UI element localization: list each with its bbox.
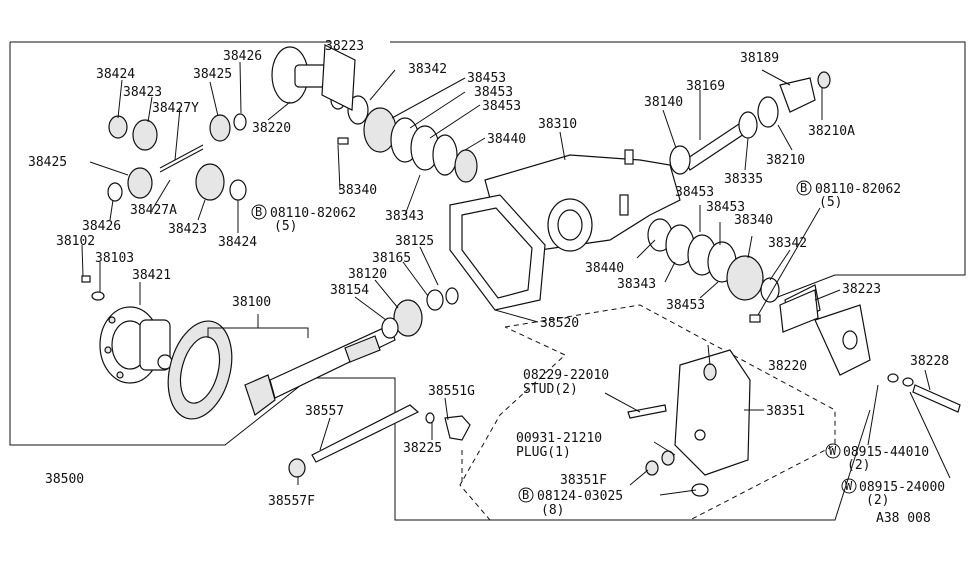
label-38440a: 38440	[487, 132, 526, 147]
label-stud-number: 08229-22010	[523, 368, 609, 383]
label-38340b: 38340	[734, 213, 773, 228]
label-08124-03025: 08124-03025	[537, 489, 623, 504]
label-08915-24000-qty: (2)	[866, 493, 889, 508]
differential-case-drawing	[99, 306, 173, 384]
label-38425b: 38425	[28, 155, 67, 170]
label-08110-82062a: 08110-82062	[270, 206, 356, 221]
label-38453c: 38453	[482, 99, 521, 114]
label-38426a: 38426	[223, 49, 262, 64]
side-gears-drawing	[107, 113, 247, 202]
label-38220b: 38220	[768, 359, 807, 374]
label-38220a: 38220	[252, 121, 291, 136]
label-38551G: 38551G	[428, 384, 475, 399]
label-38140: 38140	[644, 95, 683, 110]
label-38500: 38500	[45, 472, 84, 487]
pinion-bearings-drawing	[381, 287, 459, 339]
label-38343a: 38343	[385, 209, 424, 224]
label-38223b: 38223	[842, 282, 881, 297]
bolt-marker-cover: B	[522, 488, 529, 502]
label-38425a: 38425	[193, 67, 232, 82]
label-38210: 38210	[766, 153, 805, 168]
washer-callout-b: W 08915-24000 (2)	[841, 478, 945, 508]
breather-hose-drawing	[288, 404, 471, 485]
washer-marker-b: W	[845, 479, 853, 493]
label-38103: 38103	[95, 251, 134, 266]
bearing-stack-right-drawing	[647, 218, 780, 323]
label-38453d: 38453	[675, 185, 714, 200]
side-shaft-right-drawing	[669, 71, 831, 175]
ring-gear-drawing	[167, 320, 396, 420]
label-38189: 38189	[740, 51, 779, 66]
label-plug-desc: PLUG(1)	[516, 445, 571, 460]
label-38343b: 38343	[617, 277, 656, 292]
label-38421: 38421	[132, 268, 171, 283]
leader-lines	[81, 61, 951, 496]
label-stud-desc: STUD(2)	[523, 382, 578, 397]
label-38342a: 38342	[408, 62, 447, 77]
label-08124-03025-qty: (8)	[541, 503, 564, 518]
rear-cover-drawing	[627, 349, 751, 497]
label-38453b: 38453	[474, 85, 513, 100]
assembly-outline	[9, 41, 966, 521]
label-38223a: 38223	[325, 39, 364, 54]
label-38351: 38351	[766, 404, 805, 419]
cover-gasket-drawing	[449, 194, 546, 311]
label-38426b: 38426	[82, 219, 121, 234]
label-38228: 38228	[910, 354, 949, 369]
label-08110-82062b: 08110-82062	[815, 182, 901, 197]
label-08915-44010-qty: (2)	[847, 458, 870, 473]
diagram-code: A38 008	[876, 511, 931, 526]
label-38427Y: 38427Y	[152, 101, 199, 116]
label-38335: 38335	[724, 172, 763, 187]
bearing-stack-upper-drawing	[347, 95, 478, 183]
label-38423b: 38423	[168, 222, 207, 237]
label-38342b: 38342	[768, 236, 807, 251]
label-08915-44010: 08915-44010	[843, 445, 929, 460]
label-38351F: 38351F	[560, 473, 607, 488]
label-38340a: 38340	[338, 183, 377, 198]
label-38424b: 38424	[218, 235, 257, 250]
gasket-38223-drawing	[321, 44, 819, 333]
label-38310: 38310	[538, 117, 577, 132]
part-labels: 38223 38424 38426 38425 38342 38453 3845…	[28, 39, 949, 526]
label-plug-number: 00931-21210	[516, 431, 602, 446]
label-38427A: 38427A	[130, 203, 177, 218]
washer-callout-a: W 08915-44010 (2)	[825, 443, 929, 473]
label-38154: 38154	[330, 283, 369, 298]
fasteners-drawing	[81, 137, 349, 301]
label-38424a: 38424	[96, 67, 135, 82]
label-38453f: 38453	[666, 298, 705, 313]
label-38520: 38520	[540, 316, 579, 331]
label-38125: 38125	[395, 234, 434, 249]
label-38423a: 38423	[123, 85, 162, 100]
label-38210A: 38210A	[808, 124, 855, 139]
label-38100: 38100	[232, 295, 271, 310]
label-38453e: 38453	[706, 200, 745, 215]
bolt-callout-left: B 08110-82062 (5)	[251, 204, 356, 234]
label-38557: 38557	[305, 404, 344, 419]
carrier-housing-drawing	[484, 149, 681, 252]
label-38440b: 38440	[585, 261, 624, 276]
label-38453a: 38453	[467, 71, 506, 86]
bolt-marker-left: B	[255, 205, 262, 219]
side-flange-right-drawing	[784, 284, 961, 413]
bolt-marker-right: B	[800, 181, 807, 195]
label-08110-82062a-qty: (5)	[274, 219, 297, 234]
label-38557F: 38557F	[268, 494, 315, 509]
bolt-callout-cover: B 08124-03025 (8)	[518, 487, 623, 518]
washer-marker-a: W	[829, 444, 837, 458]
bolt-callout-right: B 08110-82062 (5)	[796, 180, 901, 210]
label-38120: 38120	[348, 267, 387, 282]
label-38169: 38169	[686, 79, 725, 94]
label-38102: 38102	[56, 234, 95, 249]
label-08110-82062b-qty: (5)	[819, 195, 842, 210]
label-08915-24000: 08915-24000	[859, 480, 945, 495]
label-38165: 38165	[372, 251, 411, 266]
label-38225: 38225	[403, 441, 442, 456]
